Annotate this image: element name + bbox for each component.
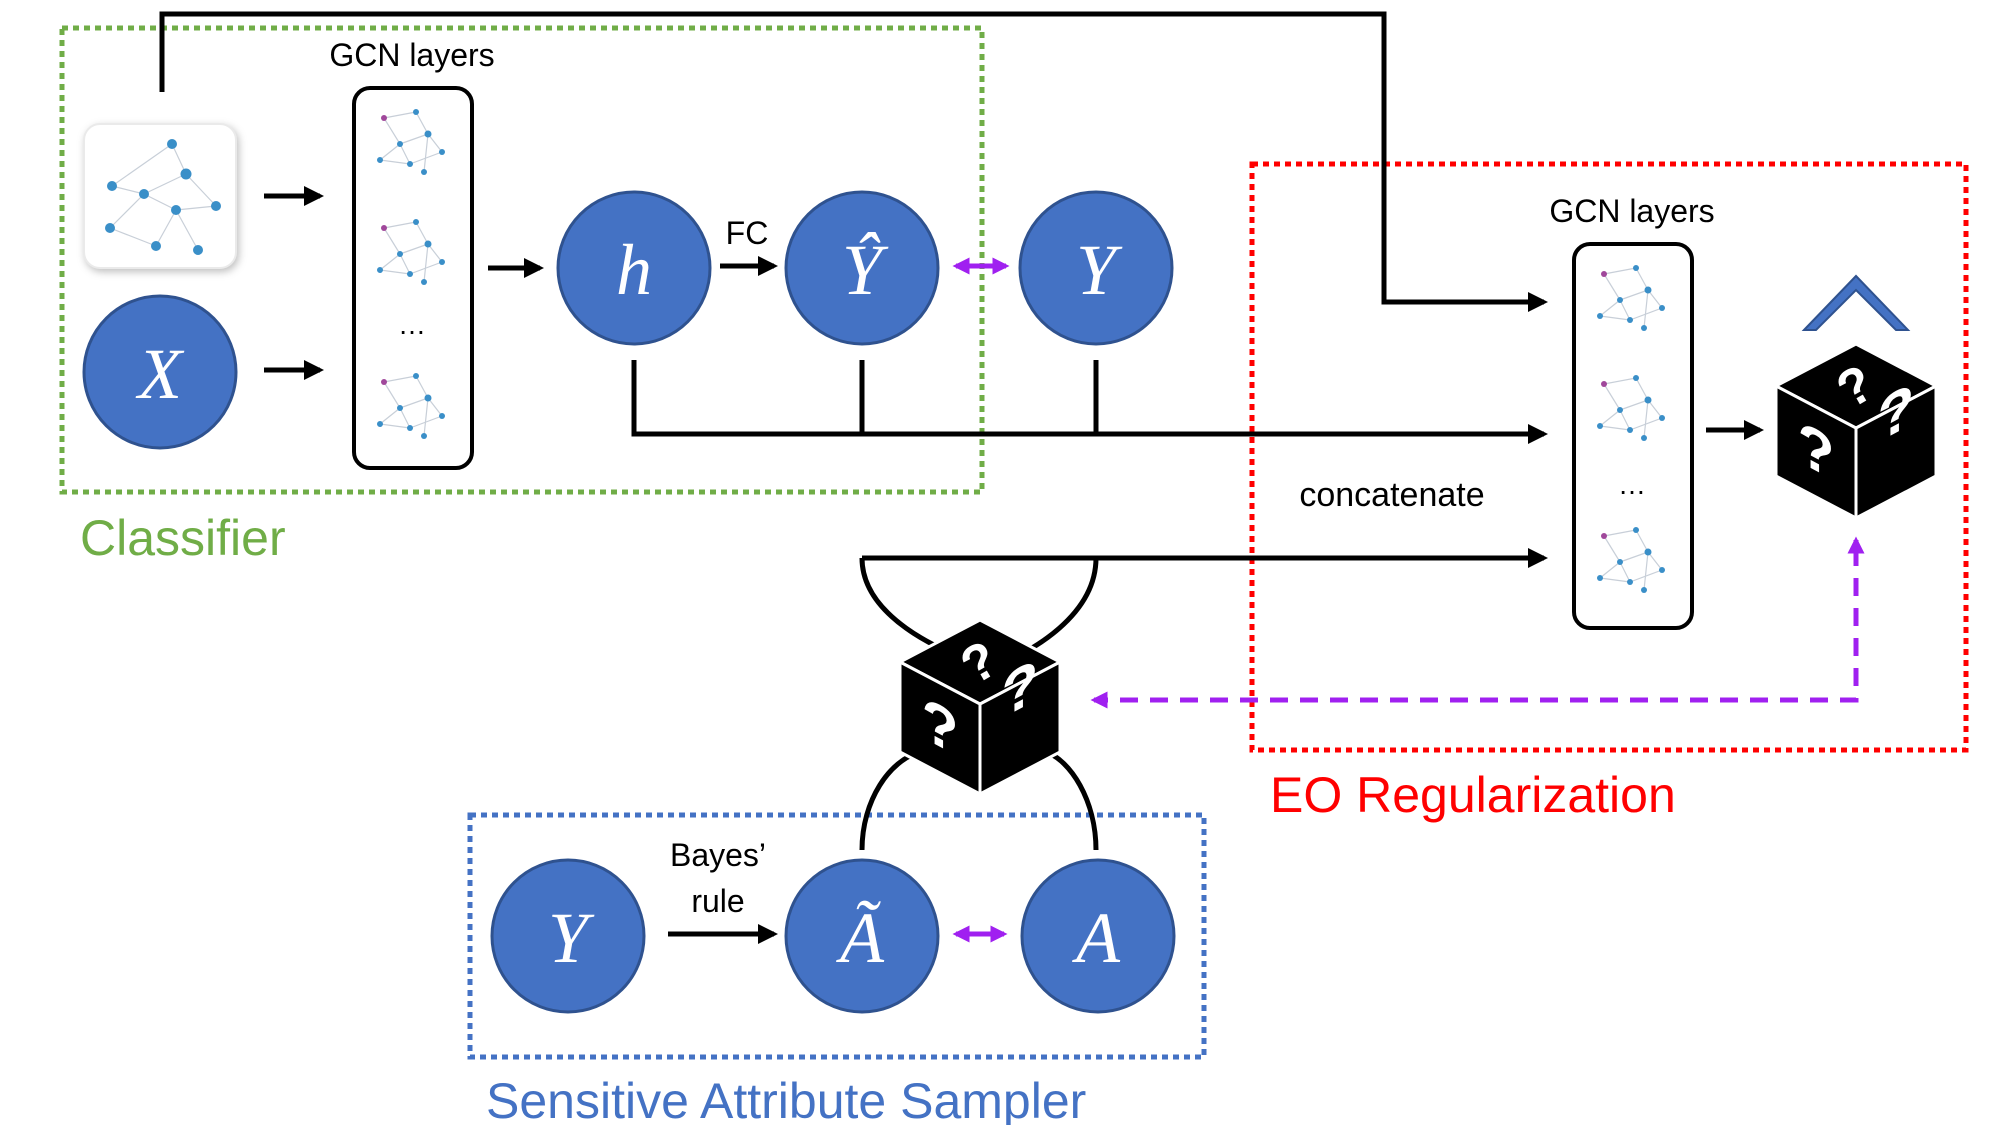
gcn-right-ellipsis: … [1618,469,1646,500]
hat-icon [1801,274,1911,331]
node-x: X [82,294,238,450]
node-y-label: Y [1076,230,1123,310]
dice-icon-sampler [898,618,1062,796]
graph-route-arrow [159,11,1548,312]
gcn-layer-right-1 [1585,255,1679,341]
gcn-layer-right-3 [1585,517,1679,603]
concat-bus-arrow [631,360,1548,444]
gcn-layer-left-1 [365,99,459,185]
input-graph-card [83,123,237,269]
gcn-layers-right-label: GCN layers [1549,193,1714,229]
node-y-sampler-label: Y [548,898,595,978]
gcn-layer-right-2 [1585,365,1679,451]
feedback-dashed-arrow [1090,548,1859,709]
classifier-box [59,25,985,495]
node-a: A [1020,858,1176,1014]
gcn-layer-left-2 [365,209,459,295]
eo-regularization-box [1249,161,1969,753]
sampler-arc-right-bottom [1045,749,1099,851]
concatenate-label: concatenate [1299,476,1484,514]
bayes-label-line1: Bayes’ [670,837,766,873]
node-h-label: h [616,230,652,310]
node-a-tilde: Ã [784,858,940,1014]
node-y-hat: Ŷ [784,190,940,346]
sampler-arc-left-bottom [859,749,921,851]
graph-icon [105,139,221,255]
node-y: Y [1018,190,1174,346]
bayes-label-line2: rule [691,883,744,919]
node-h: h [556,190,712,346]
gcn-layers-left-label: GCN layers [329,37,494,73]
dice-icon-eo [1774,342,1938,520]
eo-regularization-title: EO Regularization [1270,767,1676,823]
node-x-label: X [135,334,185,414]
node-a-tilde-label: Ã [836,898,885,978]
gcn-layer-left-3 [365,363,459,449]
sampler-title: Sensitive Attribute Sampler [486,1073,1086,1125]
fc-label: FC [726,215,769,251]
node-y-hat-label: Ŷ [842,230,889,310]
classifier-title: Classifier [80,510,286,566]
node-y-sampler: Y [490,858,646,1014]
node-a-label: A [1072,898,1121,978]
sampler-box [467,812,1207,1060]
gcn-left-ellipsis: … [398,309,426,340]
